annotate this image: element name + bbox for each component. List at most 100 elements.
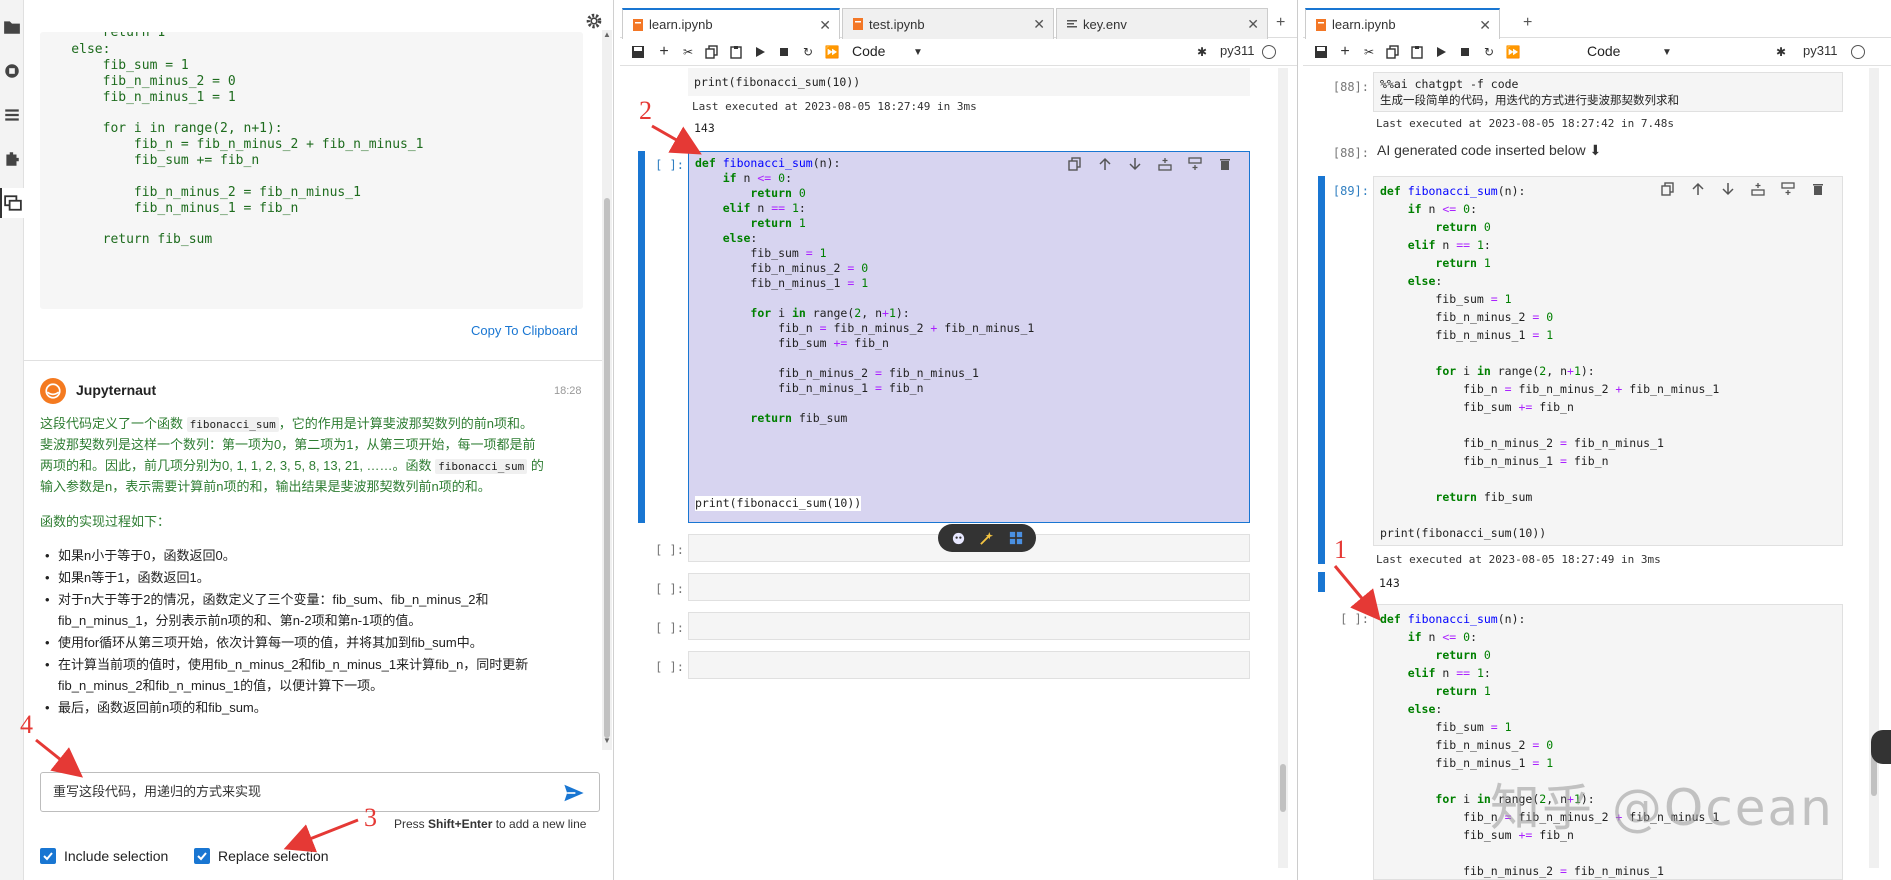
stop-icon[interactable] <box>776 44 792 60</box>
text-span: to add a new line <box>492 817 587 831</box>
chat-code-line: fib_n_minus_1 = 1 <box>40 90 236 105</box>
tab-label: key.env <box>1083 16 1127 32</box>
fast-forward-icon[interactable]: ⏩ <box>1505 45 1521 59</box>
running-kernels-icon[interactable] <box>0 56 24 86</box>
copy-icon[interactable] <box>1385 44 1401 60</box>
run-icon[interactable] <box>752 44 768 60</box>
code-line: fib_n_minus_2 = fib_n_minus_1 <box>1380 436 1664 450</box>
paste-icon[interactable] <box>728 44 744 60</box>
kernel-name[interactable]: py311 <box>1220 43 1255 58</box>
stop-icon[interactable] <box>1457 44 1473 60</box>
add-cell-icon[interactable]: + <box>659 43 669 60</box>
debugger-icon[interactable]: ✱ <box>1196 45 1208 59</box>
scrollbar-thumb[interactable] <box>604 198 610 738</box>
add-cell-icon[interactable]: + <box>1340 43 1350 60</box>
move-up-icon[interactable] <box>1097 156 1113 172</box>
empty-code-cell[interactable] <box>688 651 1250 679</box>
output-collapser[interactable] <box>1318 572 1325 592</box>
cell-type-select[interactable]: Code <box>1587 43 1621 59</box>
insert-below-icon[interactable] <box>1780 181 1796 197</box>
send-icon[interactable] <box>563 782 585 804</box>
code-cell[interactable]: def fibonacci_sum(n): if n <= 0: return … <box>1373 176 1843 546</box>
cut-icon[interactable]: ✂ <box>1363 45 1375 59</box>
close-icon[interactable]: ✕ <box>1033 16 1045 32</box>
inline-code: fibonacci_sum <box>186 417 279 432</box>
add-tab-icon[interactable]: + <box>1523 14 1533 31</box>
new-code-cell[interactable]: def fibonacci_sum(n): if n <= 0: return … <box>1373 604 1843 880</box>
chat-message-input[interactable] <box>53 783 543 798</box>
apps-grid-icon[interactable] <box>1007 529 1025 547</box>
move-down-icon[interactable] <box>1720 181 1736 197</box>
selected-code-cell[interactable]: def fibonacci_sum(n): if n <= 0: return … <box>688 151 1250 523</box>
cell-collapser[interactable] <box>1318 176 1325 564</box>
folder-icon[interactable] <box>0 12 24 42</box>
close-icon[interactable]: ✕ <box>1247 16 1259 32</box>
magic-code-cell[interactable]: %%ai chatgpt -f code 生成一段简单的代码，用迭代的方式进行斐… <box>1373 72 1843 112</box>
code-line: else: <box>722 231 758 245</box>
code-line: %%ai chatgpt -f code <box>1380 77 1519 91</box>
empty-code-cell[interactable] <box>688 612 1250 640</box>
scrollbar-thumb[interactable] <box>1280 764 1286 812</box>
restart-icon[interactable]: ↻ <box>1483 45 1495 59</box>
duplicate-icon[interactable] <box>1067 156 1083 172</box>
input-prompt: [ ]: <box>655 582 684 596</box>
paste-icon[interactable] <box>1409 44 1425 60</box>
include-selection-checkbox[interactable]: Include selection <box>40 848 168 864</box>
cell-collapser[interactable] <box>638 151 645 523</box>
cell-type-select[interactable]: Code <box>852 43 886 59</box>
chevron-down-icon[interactable]: ▼ <box>913 46 923 58</box>
toc-icon[interactable] <box>0 100 24 130</box>
extension-icon[interactable] <box>0 144 24 174</box>
code-cell-input[interactable]: print(fibonacci_sum(10)) <box>688 68 1250 96</box>
chat-code-line: fib_sum += fib_n <box>40 153 260 168</box>
close-icon[interactable]: ✕ <box>1479 17 1491 33</box>
cut-icon[interactable]: ✂ <box>682 45 694 59</box>
close-icon[interactable]: ✕ <box>819 17 831 33</box>
insert-above-icon[interactable] <box>1157 156 1173 172</box>
code-line: elif n == 1: <box>1407 666 1491 680</box>
floating-avatar-icon[interactable] <box>1871 730 1891 764</box>
scroll-up-arrow-icon[interactable]: ▲ <box>603 30 611 39</box>
jupyternaut-icon[interactable] <box>949 529 967 547</box>
save-icon[interactable] <box>630 44 646 60</box>
replace-selection-checkbox[interactable]: Replace selection <box>194 848 329 864</box>
fast-forward-icon[interactable]: ⏩ <box>824 45 840 59</box>
restart-icon[interactable]: ↻ <box>802 45 814 59</box>
shortcut-keys: Shift+Enter <box>428 817 493 831</box>
tab-test[interactable]: test.ipynb ✕ <box>842 8 1054 39</box>
chat-icon[interactable] <box>0 188 24 218</box>
tab-key-env[interactable]: key.env ✕ <box>1056 8 1268 39</box>
insert-above-icon[interactable] <box>1750 181 1766 197</box>
execution-info: Last executed at 2023-08-05 18:27:49 in … <box>1376 553 1661 566</box>
settings-gear-icon[interactable] <box>585 12 603 30</box>
empty-code-cell[interactable] <box>688 573 1250 601</box>
magic-wand-icon[interactable] <box>978 529 996 547</box>
checkmark-icon[interactable] <box>194 848 210 864</box>
cell-toolbar <box>1660 181 1826 197</box>
tab-learn[interactable]: learn.ipynb ✕ <box>622 8 840 39</box>
input-prompt: [89]: <box>1332 184 1369 198</box>
tab-learn[interactable]: learn.ipynb ✕ <box>1305 8 1500 39</box>
debugger-icon[interactable]: ✱ <box>1775 45 1787 59</box>
chevron-down-icon[interactable]: ▼ <box>1662 46 1672 58</box>
chat-scrollbar[interactable]: ▲ ▼ <box>602 30 612 750</box>
notebook-scrollbar[interactable] <box>1278 68 1288 868</box>
add-tab-icon[interactable]: + <box>1276 14 1286 31</box>
run-icon[interactable] <box>1433 44 1449 60</box>
scrollbar-thumb[interactable] <box>1871 740 1877 796</box>
kernel-name[interactable]: py311 <box>1803 43 1838 58</box>
insert-below-icon[interactable] <box>1187 156 1203 172</box>
notebook-scrollbar[interactable] <box>1869 68 1879 868</box>
move-down-icon[interactable] <box>1127 156 1143 172</box>
delete-icon[interactable] <box>1217 156 1233 172</box>
copy-to-clipboard-button[interactable]: Copy To Clipboard <box>471 323 578 338</box>
checkmark-icon[interactable] <box>40 848 56 864</box>
jupyternaut-avatar <box>40 378 66 404</box>
copy-icon[interactable] <box>704 44 720 60</box>
delete-icon[interactable] <box>1810 181 1826 197</box>
scroll-down-arrow-icon[interactable]: ▼ <box>603 736 611 745</box>
duplicate-icon[interactable] <box>1660 181 1676 197</box>
chat-input-box[interactable] <box>40 772 600 812</box>
save-icon[interactable] <box>1313 44 1329 60</box>
move-up-icon[interactable] <box>1690 181 1706 197</box>
